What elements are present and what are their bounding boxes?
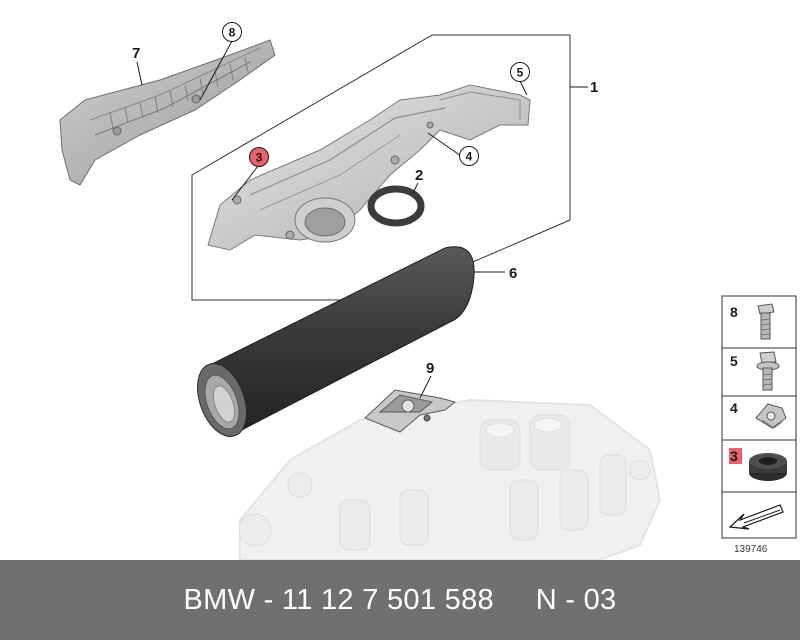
callout-4: 4 [459, 146, 479, 166]
legend-item-8: 8 [730, 303, 775, 340]
svg-text:2: 2 [415, 167, 423, 184]
grommet-icon [749, 453, 787, 481]
valve-cover-background [238, 398, 662, 560]
svg-text:3: 3 [730, 448, 738, 464]
callout-9: 9 [426, 360, 434, 377]
svg-text:9: 9 [426, 360, 434, 377]
legend-item-5: 5 [730, 351, 780, 391]
svg-text:8: 8 [229, 26, 236, 40]
svg-text:4: 4 [466, 150, 473, 164]
svg-text:8: 8 [730, 304, 738, 320]
insulating-hose [197, 246, 475, 437]
callout-5: 5 [510, 62, 530, 82]
svg-text:1: 1 [590, 79, 598, 96]
svg-text:5: 5 [517, 66, 524, 80]
callout-6: 6 [509, 265, 517, 282]
svg-text:4: 4 [730, 400, 738, 416]
bolt-icon [757, 303, 775, 340]
callout-2: 2 [415, 167, 423, 184]
heat-shield [59, 39, 276, 186]
seal-ring [367, 185, 425, 227]
part-number-text: BMW - 11 12 7 501 588 N - 03 [183, 583, 617, 616]
parts-legend: 8 5 4 [721, 295, 797, 539]
diagram-number: 139746 [734, 544, 768, 555]
parts-diagram: 7 8 1 5 4 2 3 6 9 8 [59, 22, 797, 560]
svg-text:3: 3 [256, 151, 263, 165]
svg-text:6: 6 [509, 265, 517, 282]
callout-3-highlighted: 3 [249, 147, 269, 167]
direction-arrow-icon [728, 504, 784, 530]
callout-7: 7 [132, 45, 140, 62]
svg-text:5: 5 [730, 353, 738, 369]
svg-text:7: 7 [132, 45, 140, 62]
bolt-with-washer-icon [756, 351, 780, 391]
callout-8: 8 [222, 22, 242, 42]
leader-lines [136, 40, 588, 399]
callout-1: 1 [590, 79, 598, 96]
legend-item-3: 3 [729, 448, 787, 481]
bracket [364, 389, 457, 433]
engine-cover [207, 84, 531, 251]
assembly-frame [191, 34, 571, 301]
legend-item-4: 4 [730, 400, 787, 429]
footer-bar: BMW - 11 12 7 501 588 N - 03 [0, 560, 800, 640]
clip-nut-icon [755, 403, 787, 429]
